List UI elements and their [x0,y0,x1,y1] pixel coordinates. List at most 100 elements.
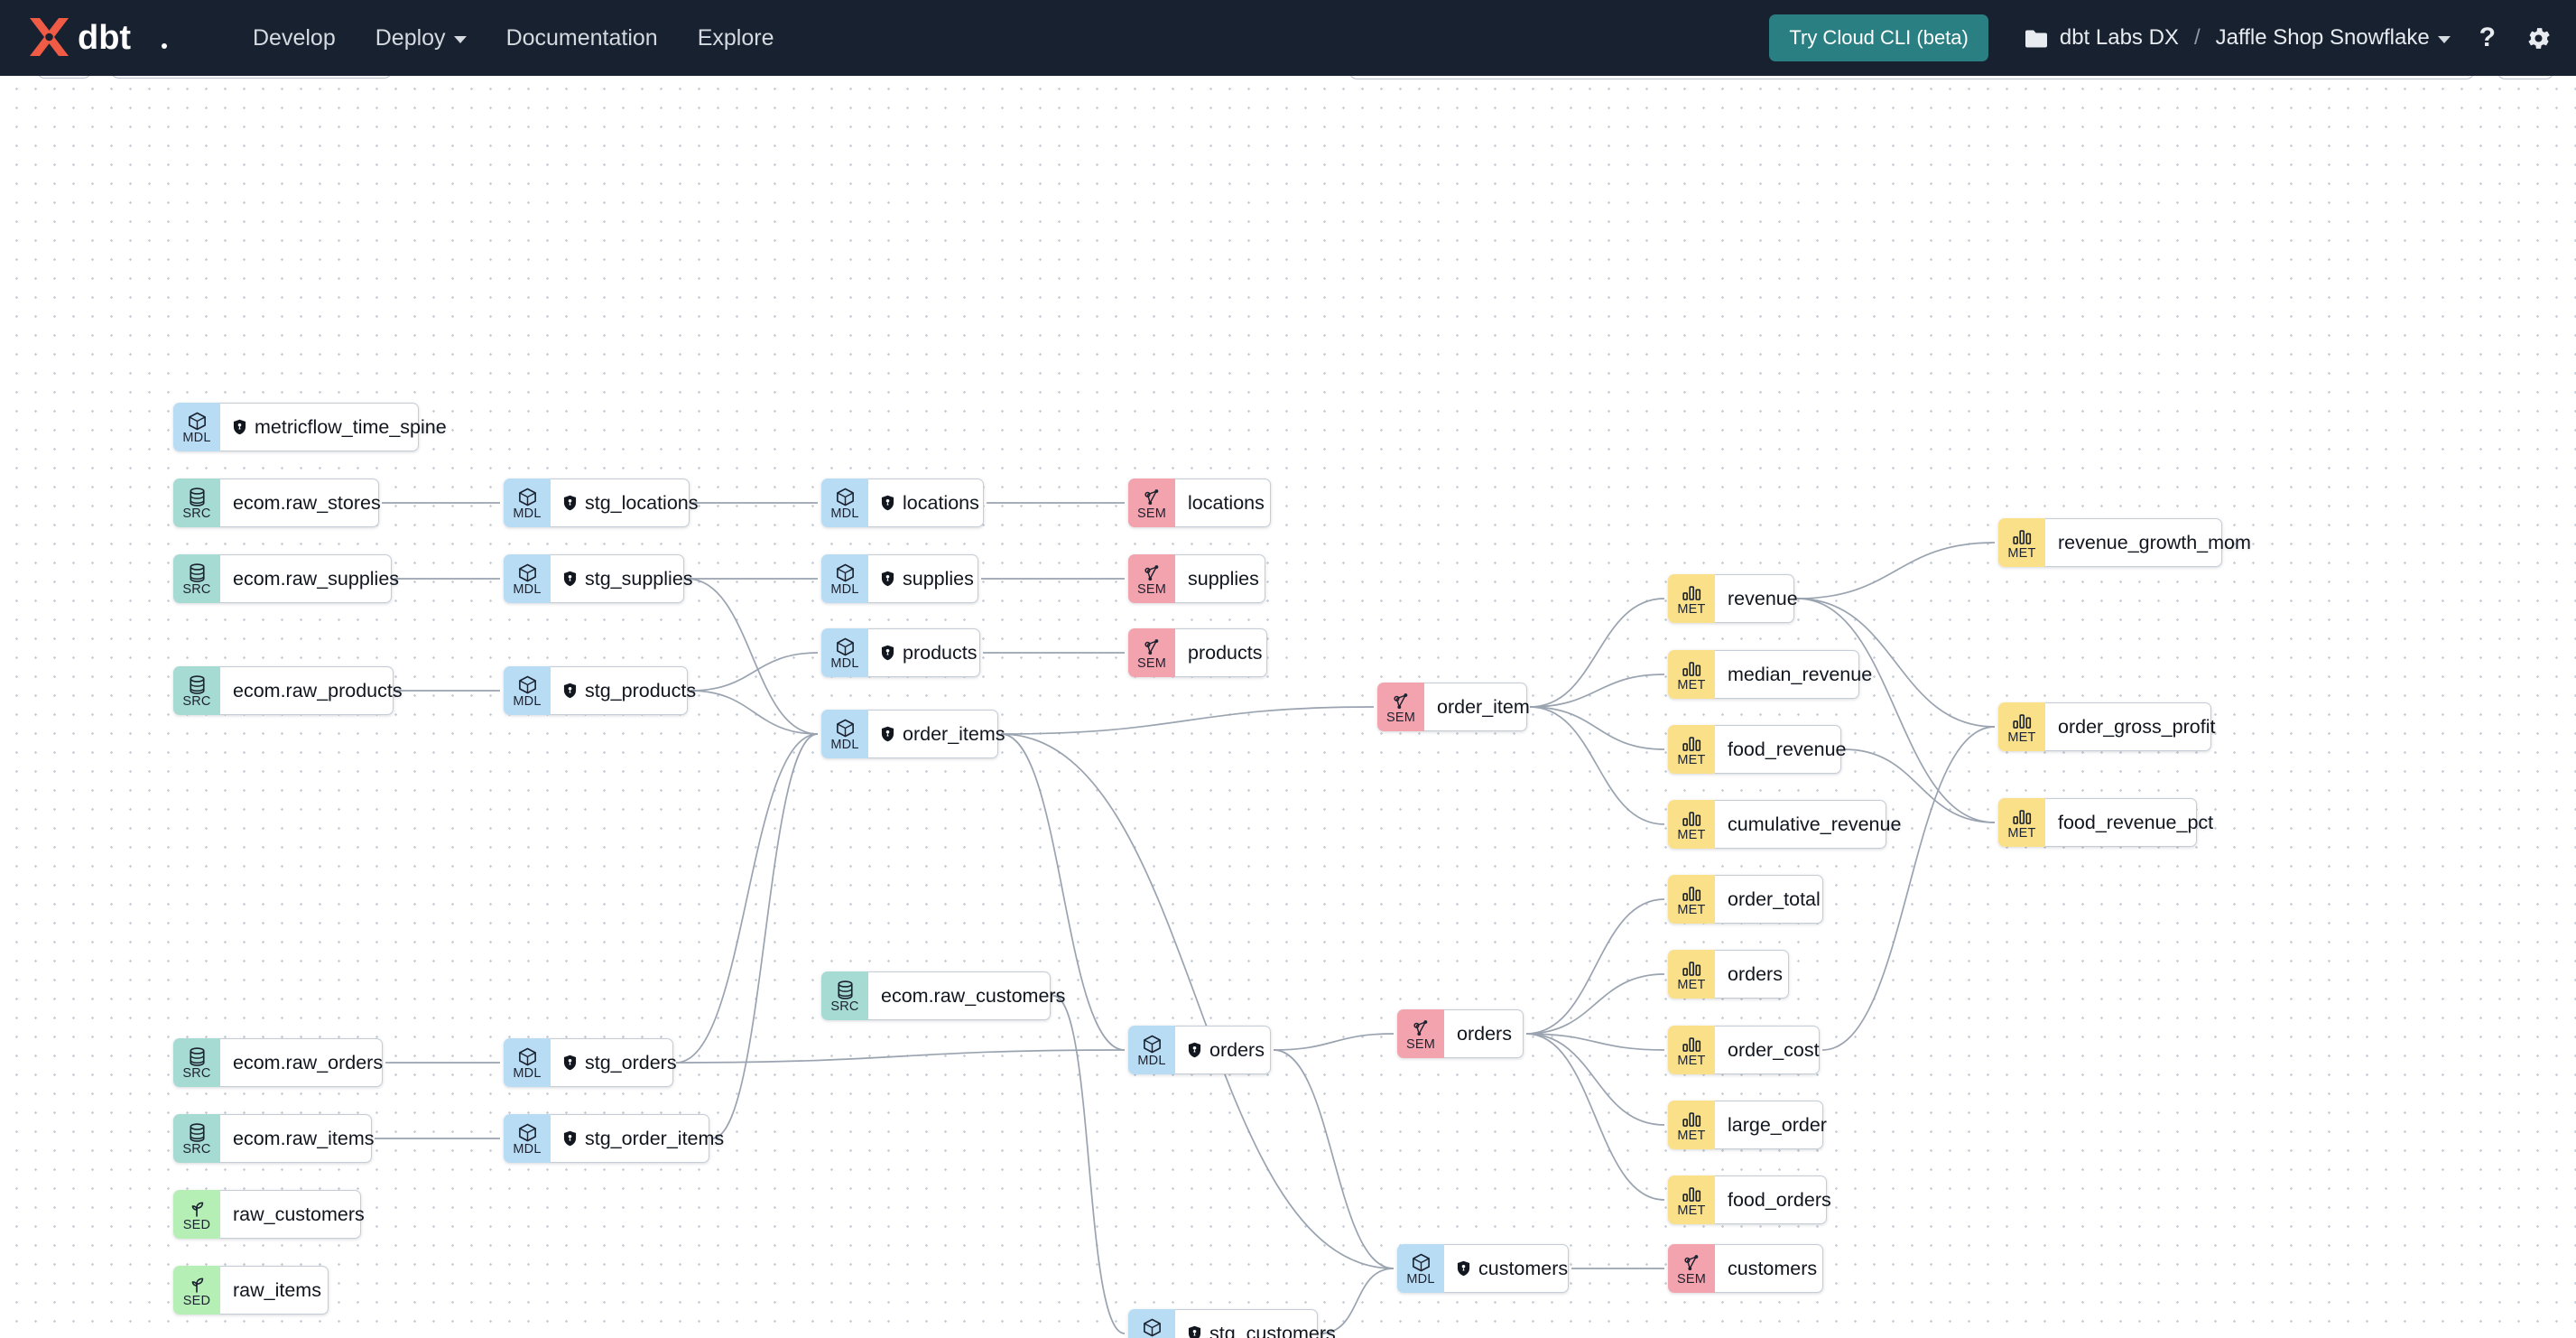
node-label: products [1188,641,1263,664]
lineage-edge [1000,733,1395,1269]
node-type-label: SED [182,1293,211,1308]
node-label: ecom.raw_stores [233,491,381,514]
graph-node-stg_order_items[interactable]: MDL stg_order_items [504,1114,724,1163]
graph-node-src_stores[interactable]: SRC ecom.raw_stores [173,479,381,527]
node-label: customers [1728,1257,1818,1279]
nav-label: Deploy [375,25,446,51]
node-type-label: MDL [513,1141,542,1157]
database-icon [188,1047,207,1067]
bar-chart-icon [1682,887,1700,901]
cube-icon [1411,1253,1432,1273]
graph-node-met_food_revenue_pct[interactable]: MET food_revenue_pct [1998,798,2213,847]
node-type-label: SEM [1136,655,1167,671]
database-icon [189,675,205,694]
cube-icon [836,563,854,582]
nav-item-develop[interactable]: Develop [233,0,356,76]
node-label: order_item [1437,695,1530,718]
bar-chart-icon [1682,1110,1702,1129]
verified-shield-icon [233,419,246,435]
cube-icon [187,412,208,432]
nav-item-documentation[interactable]: Documentation [486,0,678,76]
node-type-label: MET [1677,601,1706,617]
dbt-logo[interactable]: dbt [23,14,184,61]
node-label: stg_products [585,679,697,702]
lineage-edge [675,1049,1126,1064]
node-type-badge-src: SRC [173,479,220,527]
node-type-label: MET [1677,1128,1706,1143]
node-type-label: SRC [182,1065,211,1081]
bar-chart-icon [1682,1187,1700,1202]
bar-chart-icon [1682,583,1702,603]
node-label: supplies [1188,567,1259,590]
bar-chart-icon [1682,1035,1702,1055]
account-name[interactable]: dbt Labs DX [2059,25,2179,50]
database-icon [189,563,205,582]
node-type-badge-met: MET [1998,798,2045,847]
nav-item-explore[interactable]: Explore [678,0,794,76]
nav-item-deploy[interactable]: Deploy [356,0,486,76]
try-cloud-cli-button[interactable]: Try Cloud CLI (beta) [1769,14,1988,61]
node-body: food_revenue [1715,725,1847,774]
verified-shield-icon [881,645,894,661]
node-body: ecom.raw_items [220,1114,375,1163]
project-selector[interactable]: Jaffle Shop Snowflake [2216,25,2451,51]
node-body: customers [1444,1244,1569,1293]
semantic-model-icon [1413,1019,1427,1036]
database-icon [189,1047,205,1066]
help-glyph: ? [2479,23,2496,52]
help-icon[interactable]: ? [2479,23,2496,53]
node-body: median_revenue [1715,650,1872,699]
nav-label: Develop [253,25,336,51]
node-type-badge-met: MET [1668,1101,1715,1149]
graph-node-sem_products[interactable]: SEM products [1128,628,1267,677]
node-type-label: SRC [182,506,211,521]
graph-node-met_food_revenue[interactable]: MET food_revenue [1668,725,1847,774]
node-body: stg_orders [551,1038,677,1087]
lineage-edge [1529,706,1665,750]
node-body: stg_order_items [551,1114,724,1163]
bar-chart-icon [2012,527,2033,547]
bar-chart-icon [2012,807,2033,827]
node-type-label: MET [1677,752,1706,767]
node-type-label: MET [2007,825,2036,841]
top-navigation-bar: dbt Develop Deploy Documentation Explore… [0,0,2576,76]
gear-icon[interactable] [2525,24,2553,52]
node-type-label: MDL [830,737,859,752]
node-label: food_revenue_pct [2058,811,2214,833]
